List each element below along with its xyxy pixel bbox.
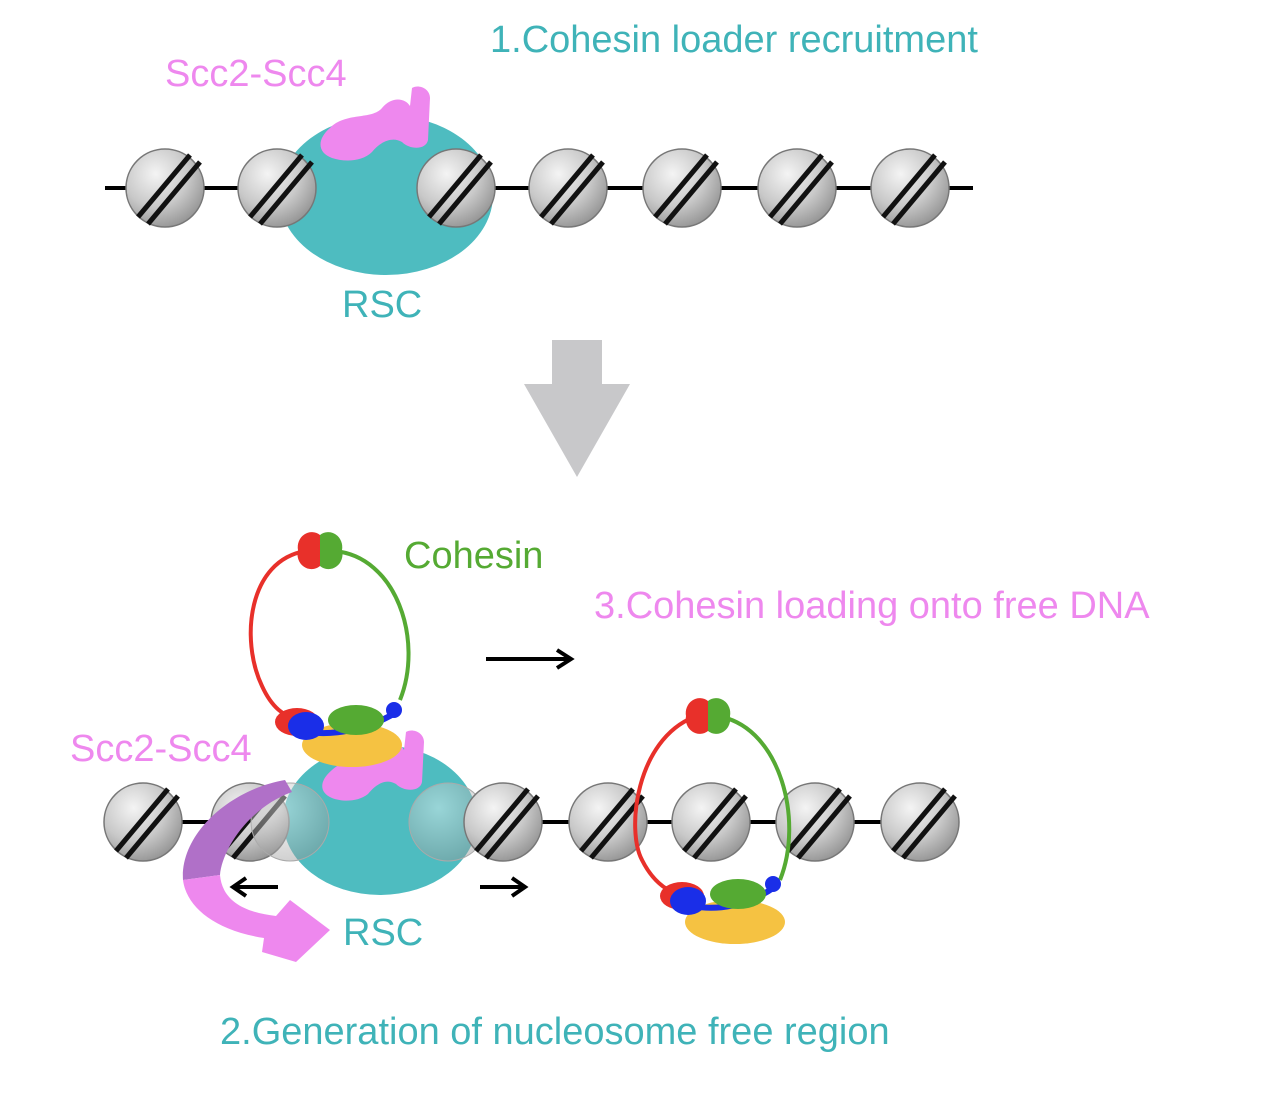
nucleosome bbox=[757, 148, 837, 228]
nucleosome bbox=[103, 782, 183, 862]
nucleosome-slide-arrows bbox=[229, 876, 529, 898]
nucleosomes-bottom bbox=[103, 782, 960, 862]
nucleosome bbox=[642, 148, 722, 228]
step-3-label: 3.Cohesin loading onto free DNA bbox=[594, 585, 1150, 627]
remodeling-curved-arrow bbox=[182, 780, 330, 962]
cohesin-label: Cohesin bbox=[404, 535, 543, 577]
step-1-label: 1.Cohesin loader recruitment bbox=[490, 19, 978, 61]
nucleosome bbox=[463, 782, 543, 862]
cohesin-ring-loading bbox=[248, 532, 411, 767]
rsc-label-top: RSC bbox=[342, 284, 422, 326]
cohesin-ring-loaded bbox=[633, 698, 792, 944]
nucleosome bbox=[125, 148, 205, 228]
kleisin-yellow bbox=[685, 900, 785, 944]
nucleosome bbox=[671, 782, 751, 862]
nucleosomes-top bbox=[125, 148, 950, 228]
nucleosome bbox=[237, 148, 317, 228]
nucleosome bbox=[528, 148, 608, 228]
nucleosome bbox=[870, 148, 950, 228]
rsc-label-bottom: RSC bbox=[343, 912, 423, 954]
down-arrow bbox=[524, 340, 630, 477]
step-2-label: 2.Generation of nucleosome free region bbox=[220, 1011, 890, 1053]
nucleosome bbox=[416, 148, 496, 228]
step-3-arrow bbox=[486, 648, 575, 670]
scc2-scc4-shape-top bbox=[320, 86, 430, 161]
nucleosome bbox=[775, 782, 855, 862]
scc2-scc4-label-top: Scc2-Scc4 bbox=[165, 53, 347, 95]
nucleosome bbox=[880, 782, 960, 862]
scc2-scc4-label-bottom: Scc2-Scc4 bbox=[70, 728, 252, 770]
panel-1: 1.Cohesin loader recruitment Scc2-Scc4 R… bbox=[105, 19, 978, 326]
panel-2: Cohesin 3.Cohesin loading onto free DNA … bbox=[70, 532, 1150, 1053]
